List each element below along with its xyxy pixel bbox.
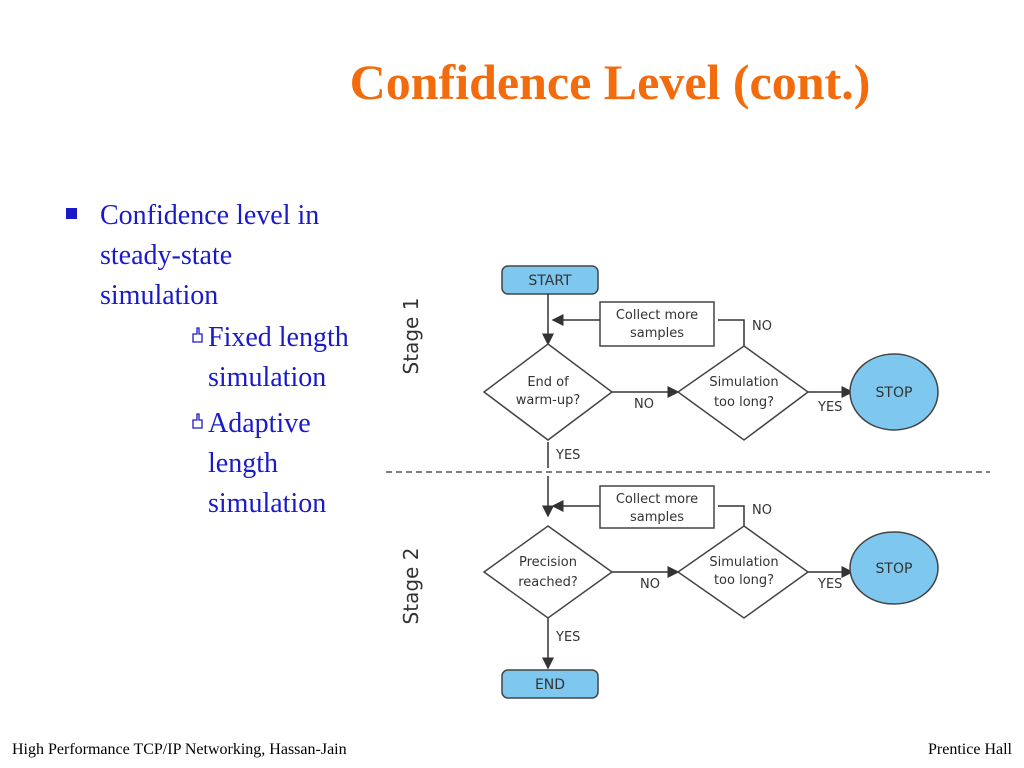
warmup-line2: warm-up? xyxy=(516,393,580,408)
collect-line2-stage2: samples xyxy=(630,510,684,525)
slide-title: Confidence Level (cont.) xyxy=(349,54,871,110)
sim-line1-stage2: Simulation xyxy=(709,555,778,570)
bullet-item-main: Confidence level in steady-state simulat… xyxy=(62,196,352,316)
precision-decision xyxy=(482,525,614,619)
sub-bullet-fixed: Fixed length simulation xyxy=(188,318,352,398)
yes-label-stage1-stop: YES xyxy=(817,400,842,415)
yes-label-stage2-stop: YES xyxy=(817,577,842,592)
warmup-line1: End of xyxy=(527,375,569,390)
collect-line1-stage1: Collect more xyxy=(616,308,698,323)
stop-node-stage2 xyxy=(849,531,939,605)
sub-bullet-text-adaptive: Adaptive length simulation xyxy=(208,408,327,519)
no-label-stage1-warmup: NO xyxy=(634,397,654,412)
yes-label-stage1-down: YES xyxy=(555,448,580,463)
sim-too-long-decision-stage2 xyxy=(676,525,810,619)
warmup-decision xyxy=(482,343,614,441)
sim-line2-stage1: too long? xyxy=(714,395,774,410)
start-label: START xyxy=(528,273,572,289)
sim-too-long-decision-stage1 xyxy=(676,345,810,441)
end-node xyxy=(501,669,599,699)
precision-line2: reached? xyxy=(518,575,578,590)
sim-line2-stage2: too long? xyxy=(714,573,774,588)
yes-label-stage2-down: YES xyxy=(555,630,580,645)
no-label-stage2-precision: NO xyxy=(640,577,660,592)
pointing-hand-icon xyxy=(192,413,203,429)
pointing-hand-icon xyxy=(192,327,203,343)
stage-2-label: Stage 2 xyxy=(399,548,423,625)
end-label: END xyxy=(535,677,565,693)
collect-samples-box-stage2 xyxy=(599,485,715,529)
collect-samples-box-stage1 xyxy=(599,301,715,347)
footer-left: High Performance TCP/IP Networking, Hass… xyxy=(12,741,347,758)
stop-label-stage1: STOP xyxy=(876,385,913,401)
square-bullet-icon xyxy=(66,208,77,219)
precision-line1: Precision xyxy=(519,555,577,570)
collect-line1-stage2: Collect more xyxy=(616,492,698,507)
stop-label-stage2: STOP xyxy=(876,561,913,577)
bullet-list: Confidence level in steady-state simulat… xyxy=(62,196,352,524)
bullet-text-main: Confidence level in steady-state simulat… xyxy=(100,200,320,311)
no-label-stage1-loop: NO xyxy=(752,319,772,334)
start-node xyxy=(501,265,599,295)
stage-1-label: Stage 1 xyxy=(399,298,423,375)
stop-node-stage1 xyxy=(849,353,939,431)
flowchart: Stage 1 Stage 2 START Collect more sampl… xyxy=(386,265,990,699)
footer-right: Prentice Hall xyxy=(928,741,1012,758)
sub-bullet-adaptive: Adaptive length simulation xyxy=(188,404,352,524)
sub-bullet-text-fixed: Fixed length simulation xyxy=(208,322,349,393)
sim-line1-stage1: Simulation xyxy=(709,375,778,390)
no-label-stage2-loop: NO xyxy=(752,503,772,518)
collect-line2-stage1: samples xyxy=(630,326,684,341)
